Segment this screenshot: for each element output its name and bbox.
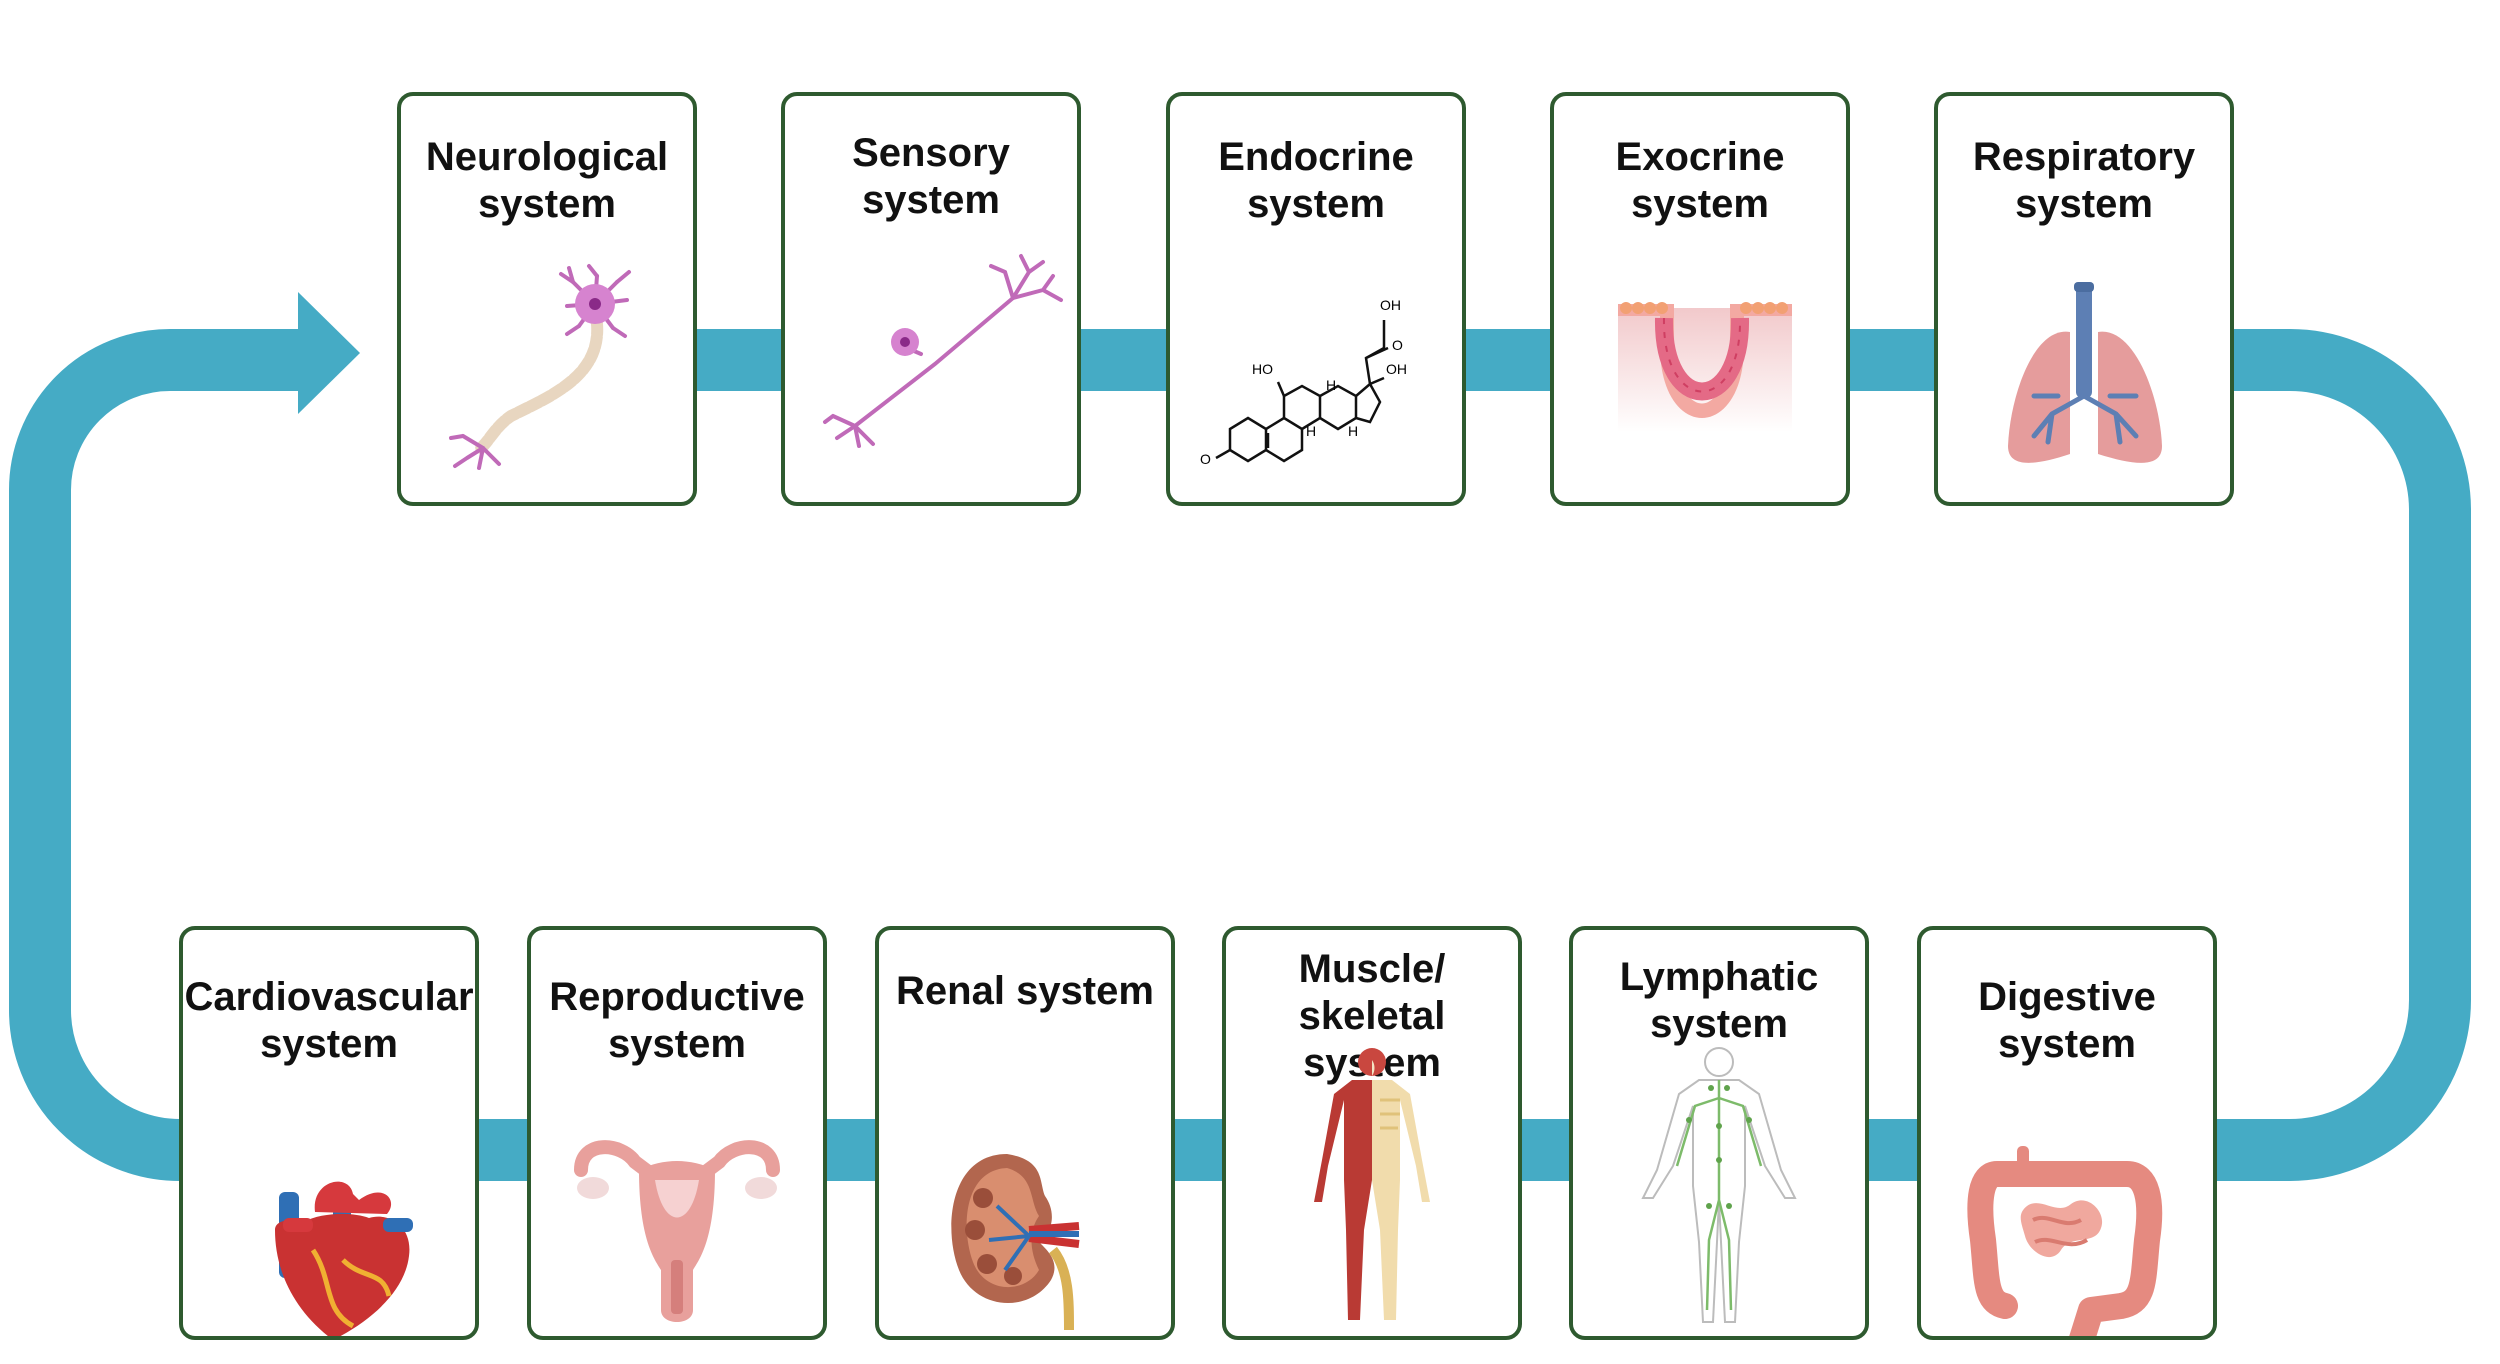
card-title: Renal system bbox=[896, 969, 1154, 1013]
card-respiratory-system: Respiratory system bbox=[1934, 92, 2234, 506]
intestines-icon bbox=[1967, 1146, 2163, 1336]
heart-icon bbox=[275, 1181, 413, 1336]
molecule-label: OH bbox=[1380, 297, 1401, 313]
neuron-icon bbox=[449, 264, 631, 470]
card-reproductive-system: Reproductive system bbox=[527, 926, 827, 1340]
card-endocrine-system: Endocrine system OH O HO OH H H H O bbox=[1166, 92, 1466, 506]
card-title: Reproductive system bbox=[549, 975, 805, 1066]
flow-loop-path bbox=[8, 329, 2471, 1181]
molecule-label: O bbox=[1200, 451, 1211, 467]
card-title: Digestive system bbox=[1978, 975, 2156, 1066]
uterus-icon bbox=[574, 1140, 780, 1322]
cortisol-molecule-icon: OH O HO OH H H H O bbox=[1200, 297, 1407, 467]
card-lymphatic-system: Lymphatic system bbox=[1569, 926, 1869, 1340]
card-cardiovascular-system: Cardiovascular system bbox=[179, 926, 479, 1340]
card-title: Respiratory system bbox=[1972, 135, 2196, 226]
card-title: Exocrine system bbox=[1615, 135, 1785, 226]
card-title: Cardiovascular system bbox=[184, 975, 474, 1066]
molecule-label: H bbox=[1326, 377, 1336, 393]
card-exocrine-system: Exocrine system bbox=[1550, 92, 1850, 506]
lungs-icon bbox=[2008, 282, 2162, 463]
card-muscle-skeletal-system: Muscle/ skeletal system bbox=[1222, 926, 1522, 1340]
molecule-label: OH bbox=[1386, 361, 1407, 377]
card-sensory-system: Sensory system bbox=[781, 92, 1081, 506]
card-title: Endocrine system bbox=[1218, 135, 1414, 226]
molecule-label: H bbox=[1306, 423, 1316, 439]
muscle-skeleton-body-icon bbox=[1314, 1048, 1430, 1320]
card-renal-system: Renal system bbox=[875, 926, 1175, 1340]
molecule-label: H bbox=[1348, 423, 1358, 439]
card-title: Sensory system bbox=[852, 131, 1010, 222]
flow-arrowhead bbox=[298, 292, 360, 414]
molecule-label: HO bbox=[1252, 361, 1273, 377]
kidney-icon bbox=[951, 1154, 1080, 1331]
sensory-neuron-icon bbox=[823, 254, 1063, 448]
card-title: Neurological system bbox=[425, 135, 669, 226]
molecule-label: O bbox=[1392, 337, 1403, 353]
gland-epithelium-icon bbox=[1618, 302, 1792, 432]
card-title: Muscle/ skeletal system bbox=[1298, 947, 1446, 1085]
card-title: Lymphatic system bbox=[1619, 955, 1819, 1046]
lymphatic-body-icon bbox=[1641, 1047, 1797, 1323]
card-neurological-system: Neurological system bbox=[397, 92, 697, 506]
card-digestive-system: Digestive system bbox=[1917, 926, 2217, 1340]
